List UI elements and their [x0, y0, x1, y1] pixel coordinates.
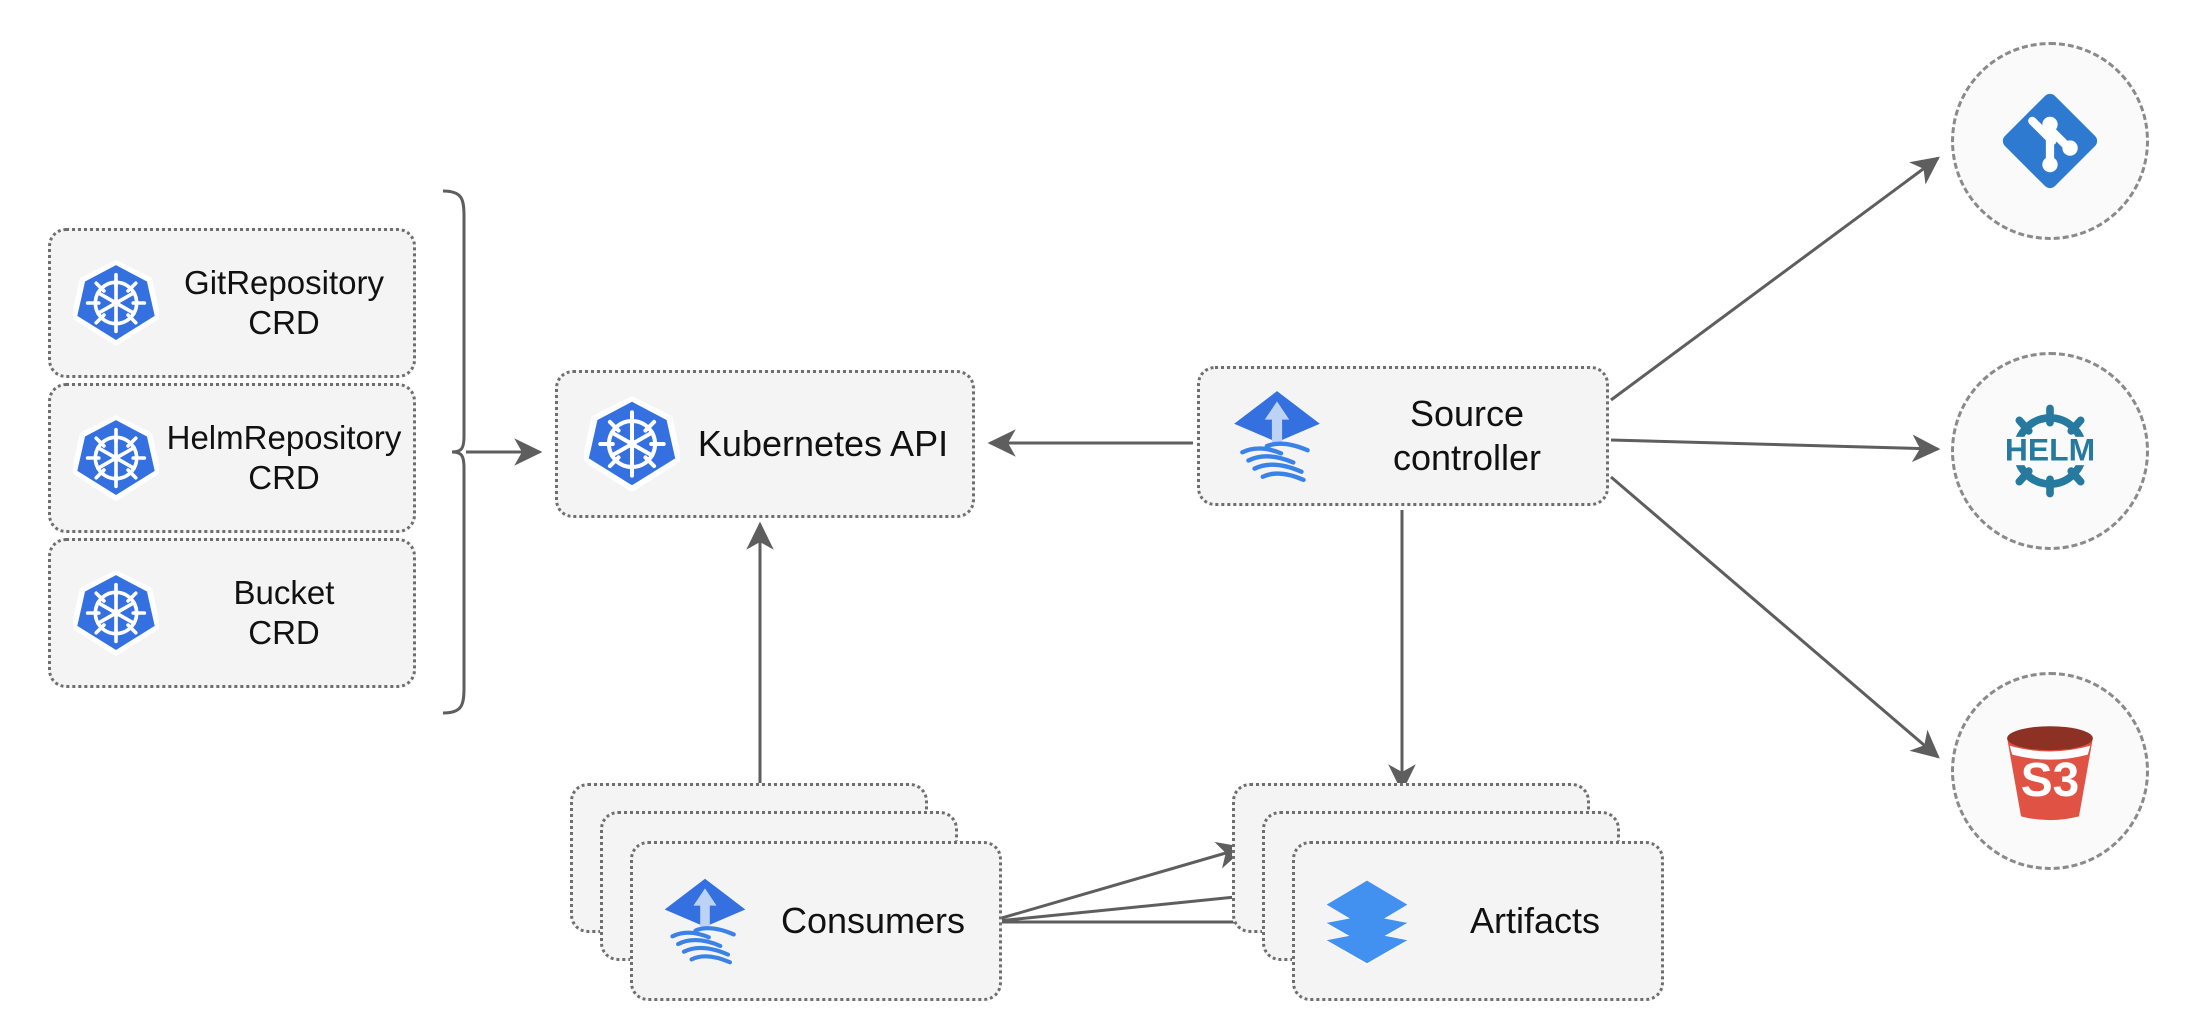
s3-bucket-icon: S3: [1987, 708, 2113, 834]
node-gitrepository-crd[interactable]: GitRepository CRD: [48, 228, 416, 378]
node-bucket-crd[interactable]: Bucket CRD: [48, 538, 416, 688]
kubernetes-icon: [73, 415, 159, 501]
kubernetes-icon: [73, 260, 159, 346]
s3-label: S3: [2021, 754, 2080, 807]
edge-source-controller-to-helm: [1610, 434, 1941, 463]
git-icon: [1991, 82, 2109, 200]
edge-consumers-to-artifacts-3: [987, 841, 1246, 924]
node-helmrepository-crd[interactable]: HelmRepository CRD: [48, 383, 416, 533]
node-label: HelmRepository CRD: [166, 418, 402, 496]
node-label: Consumers: [780, 900, 966, 941]
node-label: Kubernetes API: [697, 423, 949, 465]
crd-group-bracket: [442, 189, 466, 715]
flux-icon: [1226, 385, 1328, 487]
helm-label: HELM: [2005, 431, 2095, 467]
node-source-controller[interactable]: Source controller: [1197, 366, 1609, 506]
flux-icon: [657, 873, 753, 969]
node-kubernetes-api[interactable]: Kubernetes API: [555, 370, 975, 518]
stack-card-front[interactable]: Consumers: [630, 841, 1002, 1001]
node-label: Source controller: [1392, 393, 1542, 478]
kubernetes-icon: [584, 396, 680, 492]
kubernetes-icon: [73, 570, 159, 656]
node-label: Artifacts: [1469, 900, 1601, 941]
edge-source-controller-to-git: [1610, 156, 1940, 402]
node-label: GitRepository CRD: [184, 263, 384, 341]
helm-icon: HELM: [1991, 392, 2109, 510]
node-s3-source[interactable]: S3: [1951, 672, 2149, 870]
layers-icon: [1319, 873, 1415, 969]
edge-source-controller-to-s3: [1610, 475, 1940, 759]
node-label: Bucket CRD: [233, 573, 335, 651]
node-helm-source[interactable]: HELM: [1951, 352, 2149, 550]
node-git-source[interactable]: [1951, 42, 2149, 240]
stack-card-front[interactable]: Artifacts: [1292, 841, 1664, 1001]
